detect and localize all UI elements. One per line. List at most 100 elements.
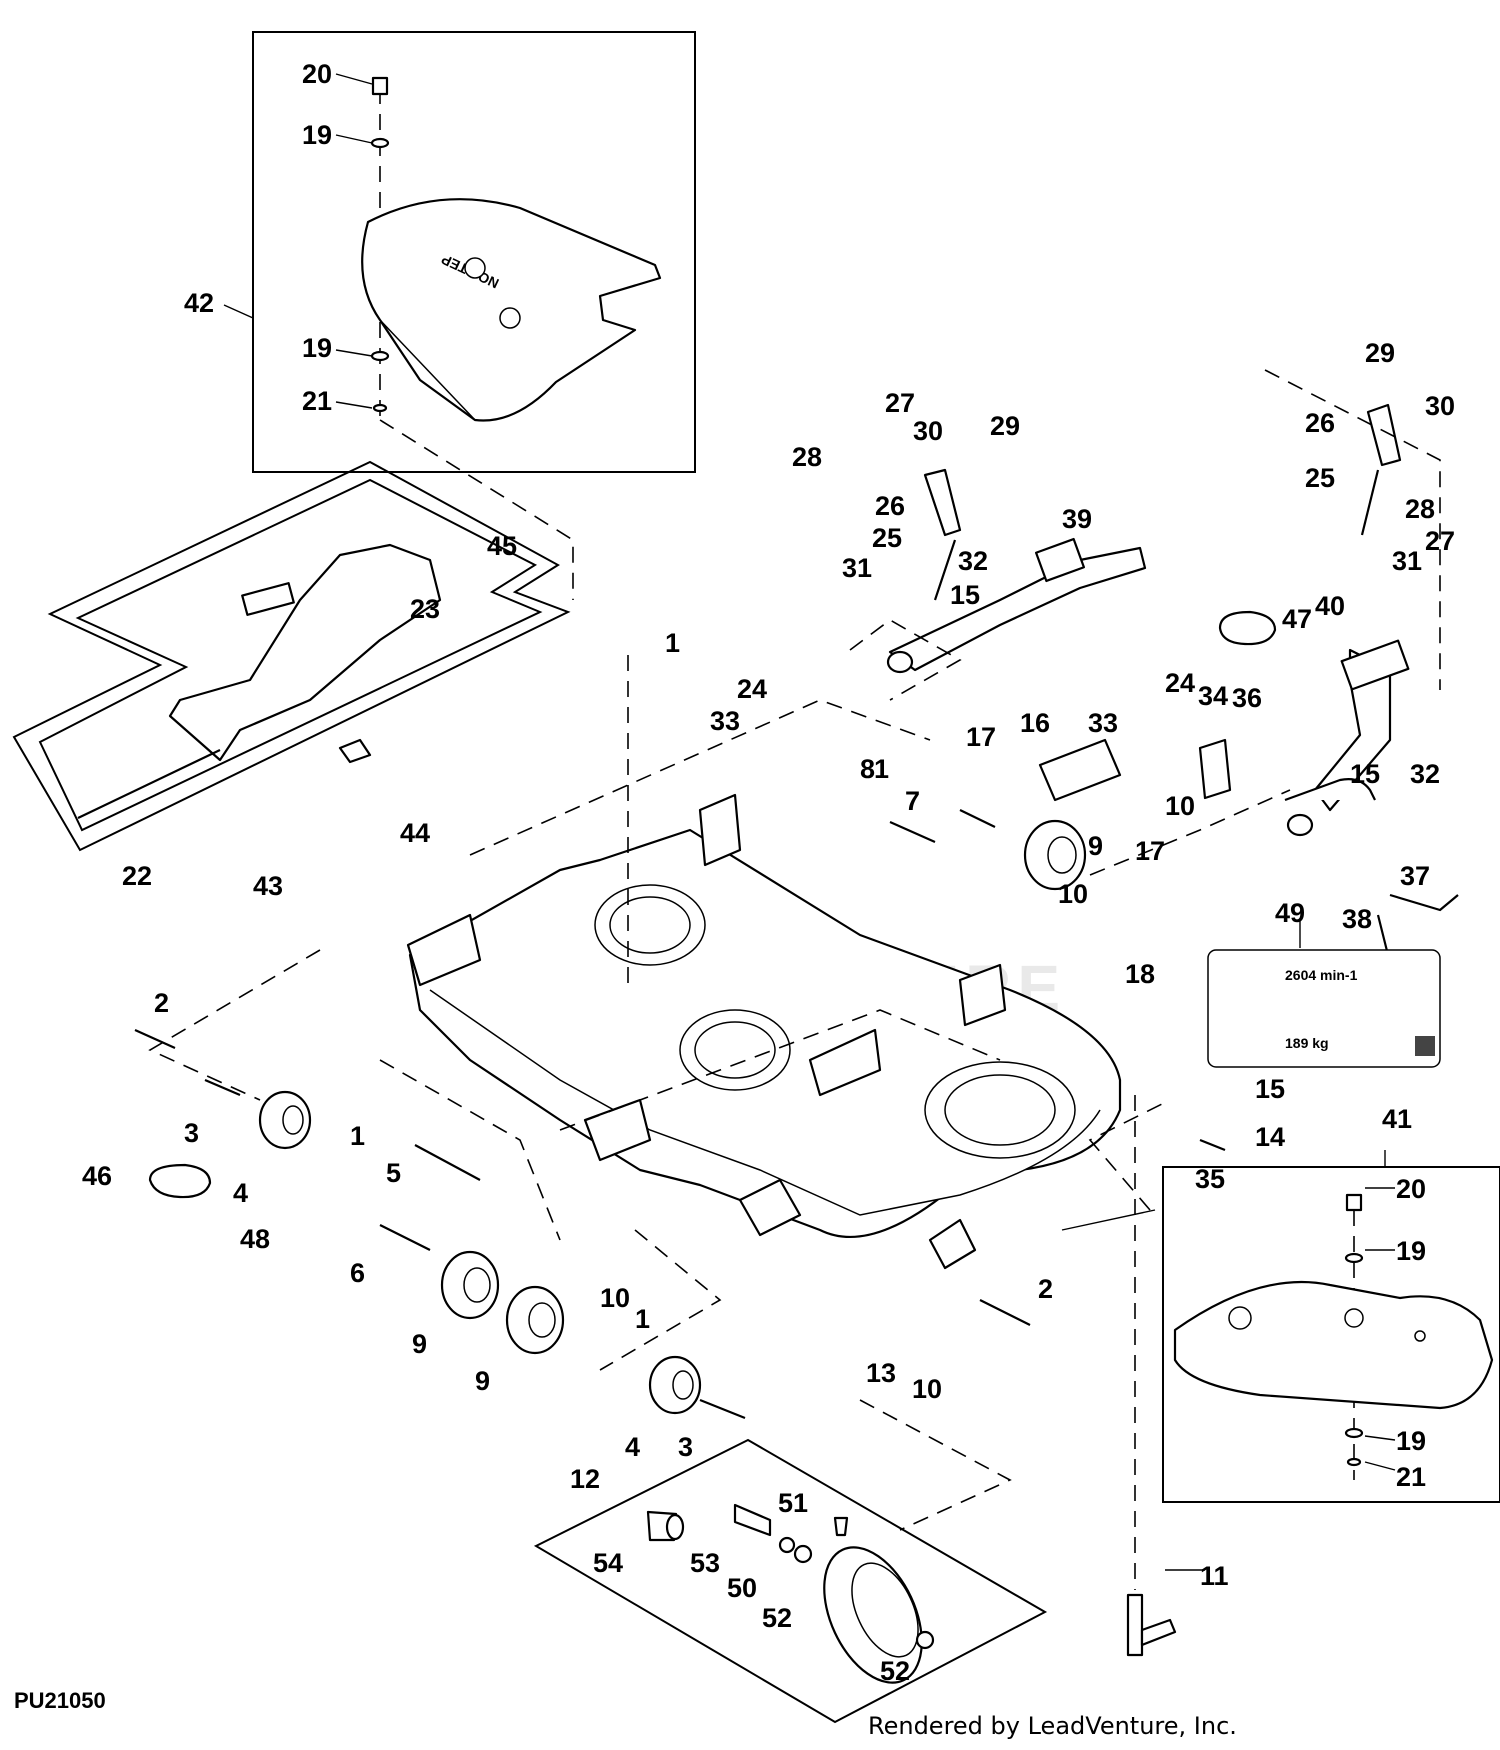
inset-box-12 — [533, 1438, 1048, 1724]
belt-shield-41 — [1173, 1280, 1494, 1410]
callout-30: 30 — [1425, 391, 1455, 421]
callout-29: 29 — [990, 411, 1020, 441]
callout-27: 27 — [885, 388, 915, 418]
callout-14: 14 — [1255, 1122, 1285, 1152]
callout-17: 17 — [1135, 836, 1165, 866]
callout-52: 52 — [762, 1603, 792, 1633]
bracket-34 — [1198, 738, 1232, 800]
callout-19: 19 — [1396, 1236, 1426, 1266]
callout-7: 7 — [905, 786, 920, 816]
callout-labels: 20 19 42 19 21 45 23 44 22 43 1 24 33 27… — [82, 59, 1455, 1686]
callout-15: 15 — [1255, 1074, 1285, 1104]
callout-34: 34 — [1198, 681, 1228, 711]
mower-deck-body — [406, 793, 1122, 1270]
deflector-outline-45 — [12, 460, 571, 852]
callout-54: 54 — [593, 1548, 623, 1578]
inset-box-42: NO STEP — [252, 31, 696, 473]
lift-arm-40 — [1284, 403, 1410, 837]
link-26 — [1366, 403, 1402, 467]
bolt-20-icon — [371, 76, 389, 96]
callout-26: 26 — [1305, 408, 1335, 438]
inset-box-41 — [1162, 1166, 1500, 1503]
callout-32: 32 — [1410, 759, 1440, 789]
washer-19-icon — [370, 350, 390, 362]
callout-19: 19 — [302, 333, 332, 363]
callout-43: 43 — [253, 871, 283, 901]
callout-29: 29 — [1365, 338, 1395, 368]
assembly-dashes — [148, 369, 1441, 1531]
callout-24: 24 — [1165, 668, 1195, 698]
callout-27: 27 — [1425, 526, 1455, 556]
bolt-20-icon — [1345, 1193, 1363, 1212]
washer-19-icon — [370, 137, 390, 149]
callout-24: 24 — [737, 674, 767, 704]
washer-19-icon — [1344, 1427, 1364, 1439]
callout-9: 9 — [475, 1366, 490, 1396]
callout-1: 1 — [874, 754, 889, 784]
callout-2: 2 — [154, 988, 169, 1018]
washer-52 — [793, 1544, 813, 1564]
callout-33: 33 — [710, 706, 740, 736]
figure-id: PU21050 — [14, 1688, 106, 1713]
callout-28: 28 — [792, 442, 822, 472]
washer-52 — [915, 1630, 935, 1650]
callout-41: 41 — [1382, 1104, 1412, 1134]
callout-39: 39 — [1062, 504, 1092, 534]
decal-speed-label: 2604 min-1 — [1285, 967, 1358, 983]
washer-21-icon — [372, 403, 388, 413]
callout-10: 10 — [1165, 791, 1195, 821]
washer-50 — [778, 1536, 796, 1554]
callout-3: 3 — [678, 1432, 693, 1462]
callout-21: 21 — [1396, 1462, 1426, 1492]
callout-42: 42 — [184, 288, 214, 318]
callout-1: 1 — [665, 628, 680, 658]
callout-11: 11 — [1200, 1561, 1229, 1591]
callout-46: 46 — [82, 1161, 112, 1191]
link-26 — [923, 468, 962, 537]
callout-25: 25 — [1305, 463, 1335, 493]
callout-8: 8 — [860, 754, 875, 784]
callout-31: 31 — [1392, 546, 1422, 576]
callout-21: 21 — [302, 386, 332, 416]
callout-22: 22 — [122, 861, 152, 891]
callout-20: 20 — [1396, 1174, 1426, 1204]
callout-40: 40 — [1315, 591, 1345, 621]
callout-9: 9 — [412, 1329, 427, 1359]
callout-31: 31 — [842, 553, 872, 583]
callout-9: 9 — [1088, 831, 1103, 861]
decal-49: 2604 min-1 189 kg — [1207, 949, 1441, 1068]
callout-18: 18 — [1125, 959, 1155, 989]
callout-23: 23 — [410, 594, 440, 624]
callout-38: 38 — [1342, 904, 1372, 934]
callout-30: 30 — [913, 416, 943, 446]
leader-lines — [223, 73, 1396, 1571]
handle-37 — [1389, 893, 1459, 912]
callout-26: 26 — [875, 491, 905, 521]
callout-48: 48 — [240, 1224, 270, 1254]
height-rod-11 — [1126, 1095, 1177, 1657]
washer-21-icon — [1346, 1457, 1362, 1467]
callout-16: 16 — [1020, 708, 1050, 738]
callout-51: 51 — [778, 1488, 808, 1518]
callout-19: 19 — [302, 120, 332, 150]
callout-44: 44 — [400, 818, 430, 848]
callout-4: 4 — [625, 1432, 640, 1462]
callout-19: 19 — [1396, 1426, 1426, 1456]
gauge-wheels — [134, 809, 1226, 1420]
callout-6: 6 — [350, 1258, 365, 1288]
hose-clamp-46 — [148, 1163, 212, 1199]
rod-25 — [1360, 469, 1380, 536]
render-credit: Rendered by LeadVenture, Inc. — [868, 1712, 1237, 1740]
callout-15: 15 — [1350, 759, 1380, 789]
lift-arm-39 — [886, 468, 1147, 674]
callout-28: 28 — [1405, 494, 1435, 524]
hose-clamp-47 — [1218, 610, 1277, 646]
callout-5: 5 — [386, 1158, 401, 1188]
washer-19-icon — [1344, 1252, 1364, 1264]
decal-weight-label: 189 kg — [1285, 1035, 1329, 1051]
callout-4: 4 — [233, 1178, 248, 1208]
callout-49: 49 — [1275, 898, 1305, 928]
callout-36: 36 — [1232, 683, 1262, 713]
callout-15: 15 — [950, 580, 980, 610]
